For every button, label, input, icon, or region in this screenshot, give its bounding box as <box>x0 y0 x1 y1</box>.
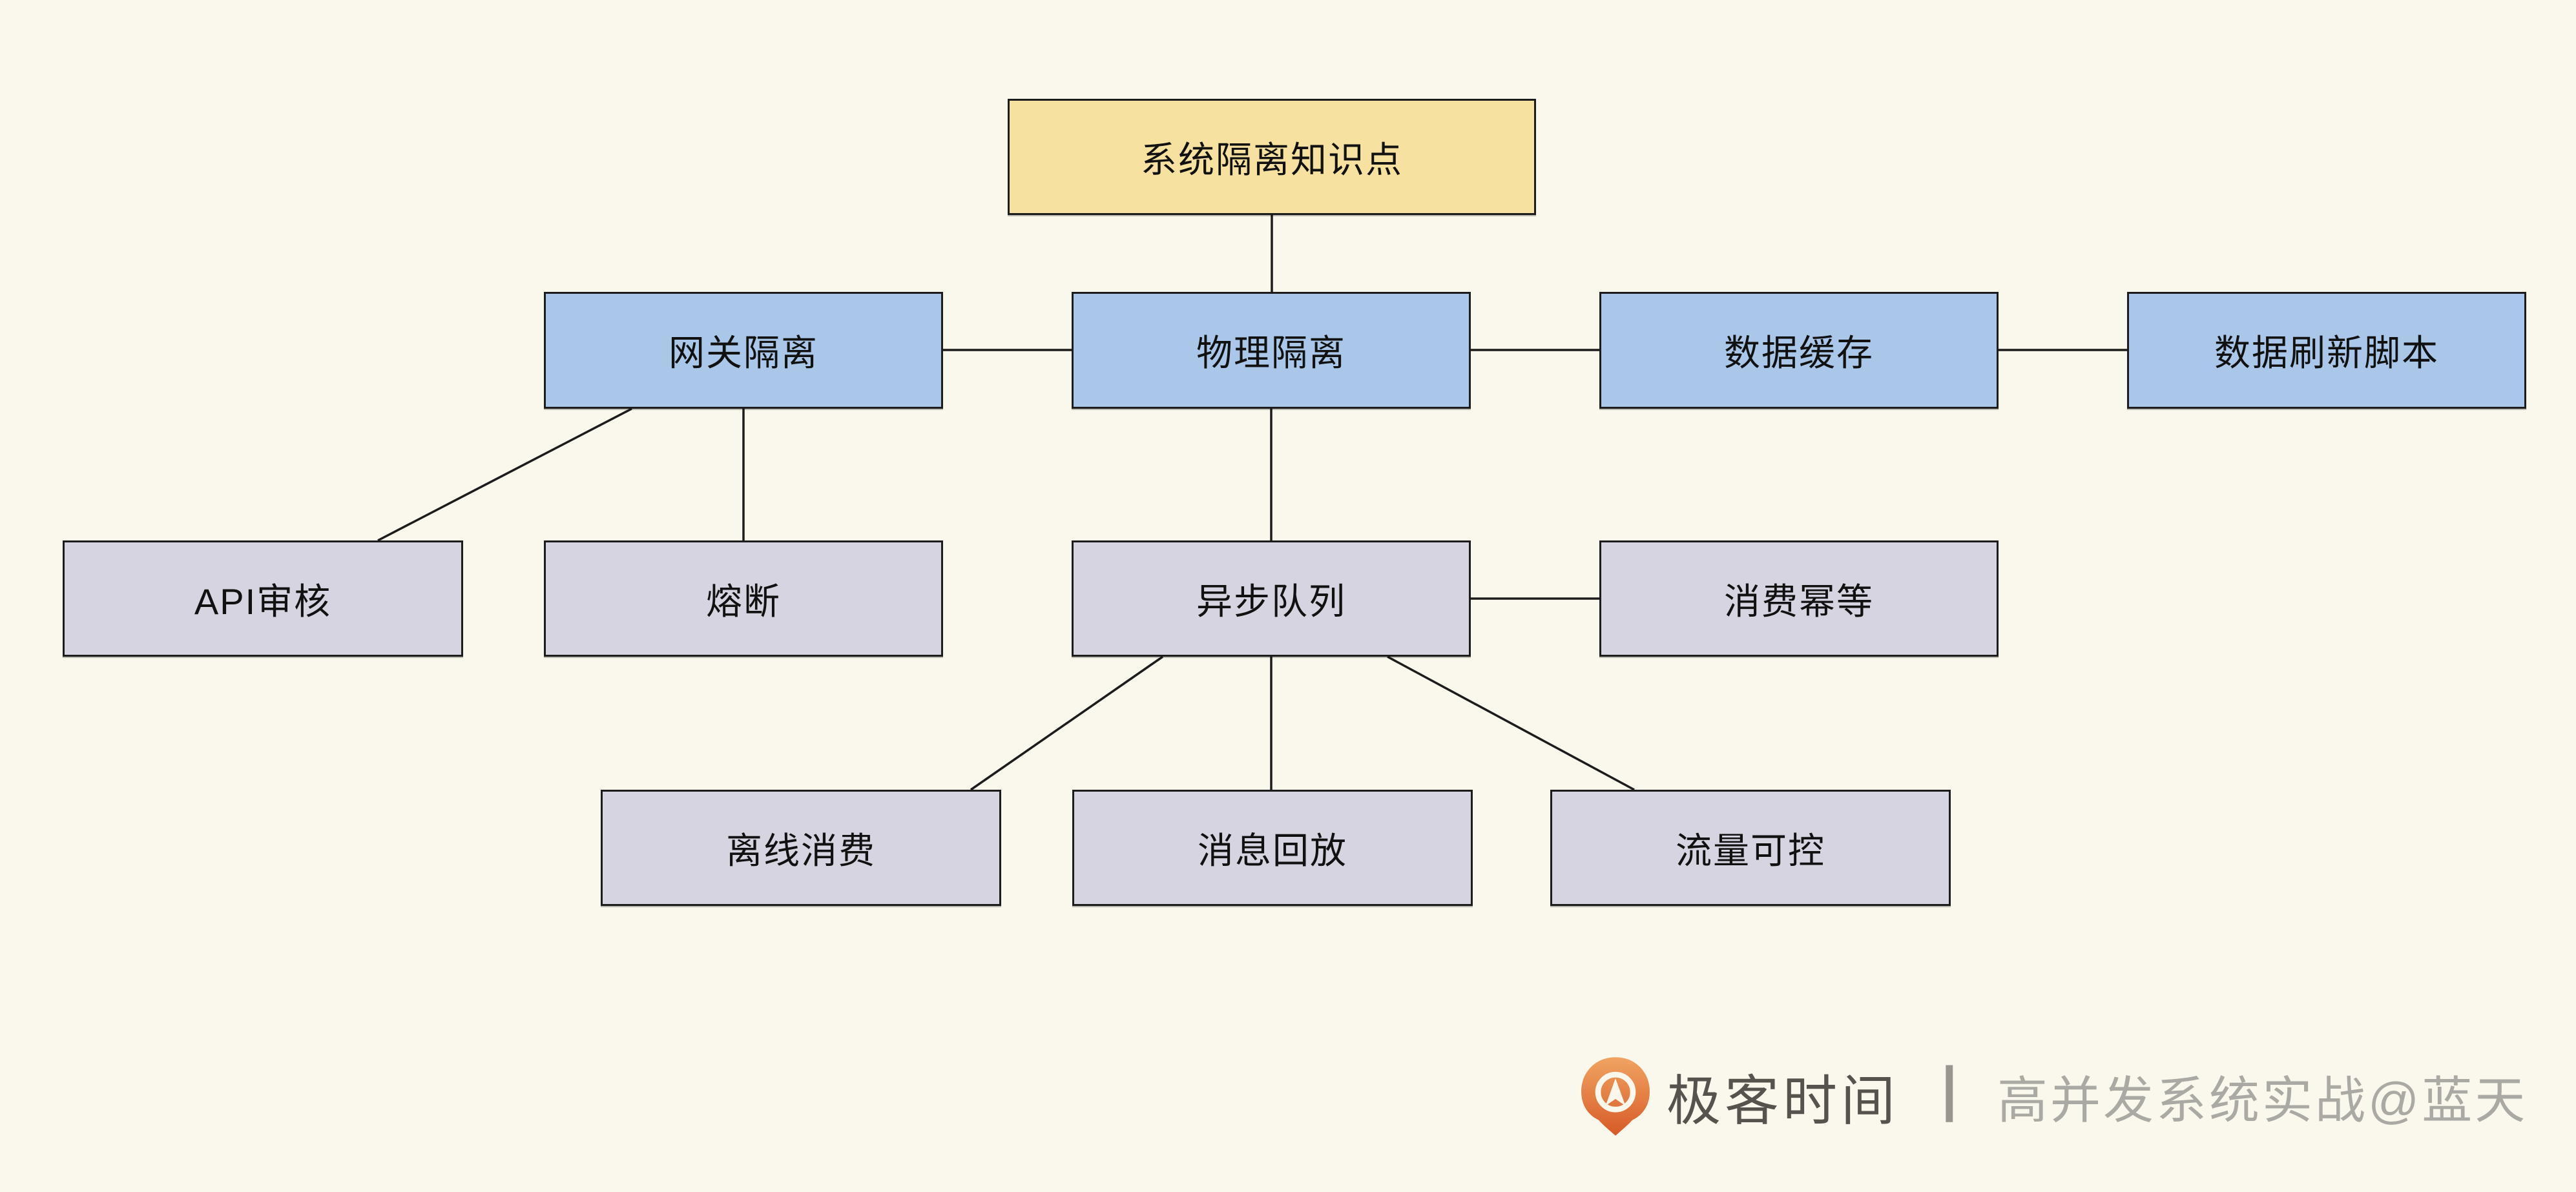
separator-bar: 丨 <box>1906 1062 1993 1131</box>
node-cache: 数据缓存 <box>1599 292 1999 409</box>
edge-queue-offline <box>970 655 1163 791</box>
edge-gateway-api <box>377 407 632 542</box>
node-idem: 消费幂等 <box>1599 540 1999 657</box>
node-gateway: 网关隔离 <box>544 292 943 409</box>
edge-queue-traffic <box>1387 655 1635 791</box>
node-refresh: 数据刷新脚本 <box>2127 292 2526 409</box>
watermark-text: 高并发系统实战@蓝天 <box>1997 1072 2528 1129</box>
node-api: API审核 <box>63 540 463 657</box>
node-offline: 离线消费 <box>601 790 1001 906</box>
node-fuse: 熔断 <box>544 540 943 657</box>
brand-name: 极客时间 <box>1667 1070 1900 1131</box>
geektime-logo-icon <box>1581 1057 1650 1136</box>
node-root: 系统隔离知识点 <box>1008 99 1536 215</box>
node-traffic: 流量可控 <box>1550 790 1951 906</box>
node-replay: 消息回放 <box>1072 790 1473 906</box>
node-queue: 异步队列 <box>1072 540 1471 657</box>
footer-watermark: 极客时间 丨 高并发系统实战@蓝天 <box>1581 1054 2528 1139</box>
node-physical: 物理隔离 <box>1072 292 1471 409</box>
